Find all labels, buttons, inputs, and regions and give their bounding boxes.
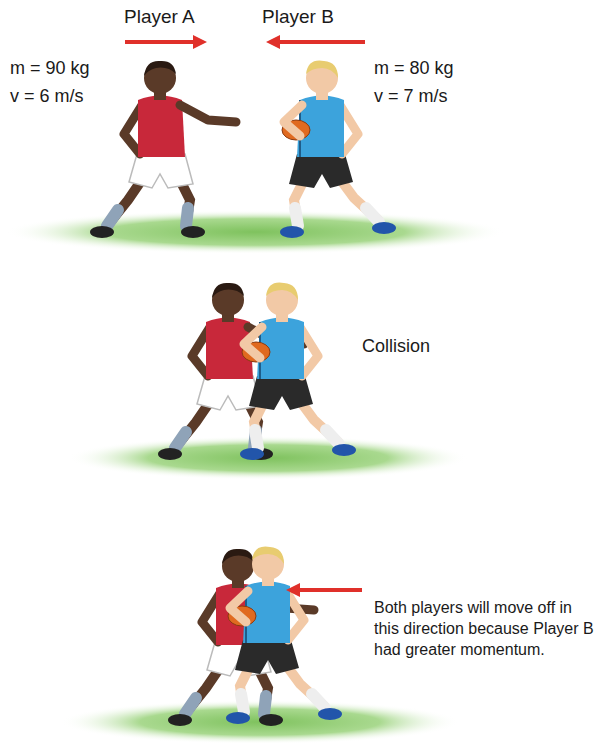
player-label: Player B [262,6,334,29]
velocity-label: v = 7 m/s [374,86,448,108]
velocity-label: v = 6 m/s [10,86,84,108]
mass-label: m = 90 kg [10,58,90,80]
note-text: Both players will move off in this direc… [374,598,596,660]
player-label: Player A [124,6,195,29]
event-label: Collision [362,336,430,358]
mass-label: m = 80 kg [374,58,454,80]
